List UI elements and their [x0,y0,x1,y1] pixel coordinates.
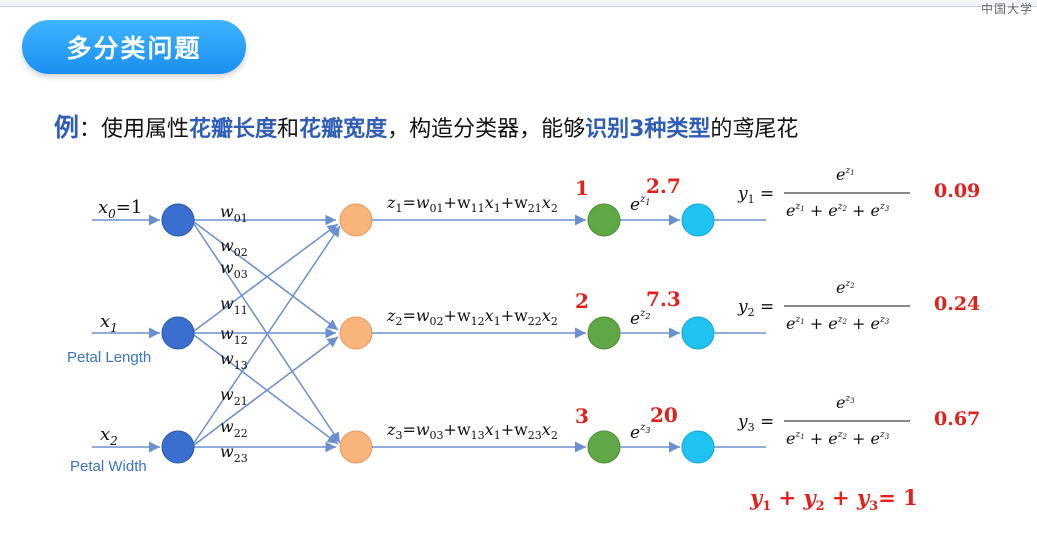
weight-label-13: w13 [220,349,248,372]
input-node-1 [161,316,195,350]
svg-text:y1 =: y1 = [737,184,774,206]
weight-label-21: w21 [220,385,248,408]
exp-node-3 [587,430,621,464]
edge-13 [193,334,339,445]
exp-node-2 [587,316,621,350]
z-value-3: 3 [575,404,589,428]
example-text-1: ：使用属性 [79,117,190,142]
input-label-0: x0=1 [98,197,142,221]
z-value-2: 2 [575,289,589,313]
svg-text:ez3: ez3 [836,393,855,412]
output-node-2 [681,316,715,350]
svg-text:ez1 + ez2 + ez3: ez1 + ez2 + ez3 [786,201,890,220]
input-node-0 [161,203,195,237]
output-node-1 [681,203,715,237]
softmax-formula-1: y1 = ez1 ez1 + ez2 + ez3 [737,165,910,220]
z-equation-3: z3=w03+w13x1+w23x2 [386,420,558,442]
example-highlight-2: 花瓣宽度 [299,117,388,142]
example-lead: 例 [54,113,80,142]
softmax-formula-2: y2 = ez2 ez1 + ez2 + ez3 [737,278,910,333]
example-sentence: 例：使用属性花瓣长度和花瓣宽度，构造分类器，能够识别3种类型的鸢尾花 [54,108,798,144]
output-node-3 [681,430,715,464]
input-label-1: x1 [100,311,118,335]
z-equation-2: z2=w02+w12x1+w22x2 [386,306,558,328]
caption-petal-length: Petal Length [67,349,151,366]
exp-node-1 [587,203,621,237]
weight-label-12: w12 [220,324,248,347]
svg-text:y2 =: y2 = [737,297,774,319]
exp-label-3: ez3 [630,422,650,443]
z-node-1 [339,203,373,237]
page-title: 多分类问题 [22,20,246,74]
exp-value-1: 2.7 [646,174,681,198]
edge-22 [193,336,339,446]
z-node-3 [339,430,373,464]
prob-2: 0.24 [934,293,980,315]
z-value-1: 1 [575,176,589,200]
z-node-2 [339,316,373,350]
example-highlight-3: 识别3种类型 [585,117,711,142]
weight-label-23: w23 [220,442,248,465]
example-text-2: 和 [277,117,300,142]
edge-21 [193,225,341,444]
weight-label-03: w03 [220,258,248,281]
softmax-formula-3: y3 = ez3 ez1 + ez2 + ez3 [737,393,910,448]
weight-label-01: w01 [220,202,248,225]
weight-label-22: w22 [220,417,248,440]
edge-02 [193,221,339,331]
corner-watermark: 中国大学 [980,2,1033,16]
prob-1: 0.09 [934,180,980,202]
example-text-3: ，构造分类器，能够 [387,117,586,142]
input-label-2: x2 [100,424,118,448]
caption-petal-width: Petal Width [70,458,147,475]
edge-11 [193,223,339,332]
exp-value-2: 7.3 [646,287,681,311]
svg-text:y3 =: y3 = [737,412,774,434]
prob-3: 0.67 [934,408,980,430]
weight-label-02: w02 [220,236,248,259]
svg-text:ez1 + ez2 + ez3: ez1 + ez2 + ez3 [786,314,890,333]
example-text-4: 的鸢尾花 [710,117,799,142]
exp-value-3: 20 [650,403,678,427]
input-node-2 [161,430,195,464]
exp-label-2: ez2 [630,308,650,329]
sum-equation: y1 + y2 + y3= 1 [749,485,918,514]
top-bar [0,0,1037,7]
svg-text:ez2: ez2 [836,278,855,297]
example-highlight-1: 花瓣长度 [189,117,278,142]
z-equation-1: z1=w01+w11x1+w21x2 [386,193,558,215]
svg-text:ez1: ez1 [836,165,855,184]
svg-text:ez1 + ez2 + ez3: ez1 + ez2 + ez3 [786,429,890,448]
